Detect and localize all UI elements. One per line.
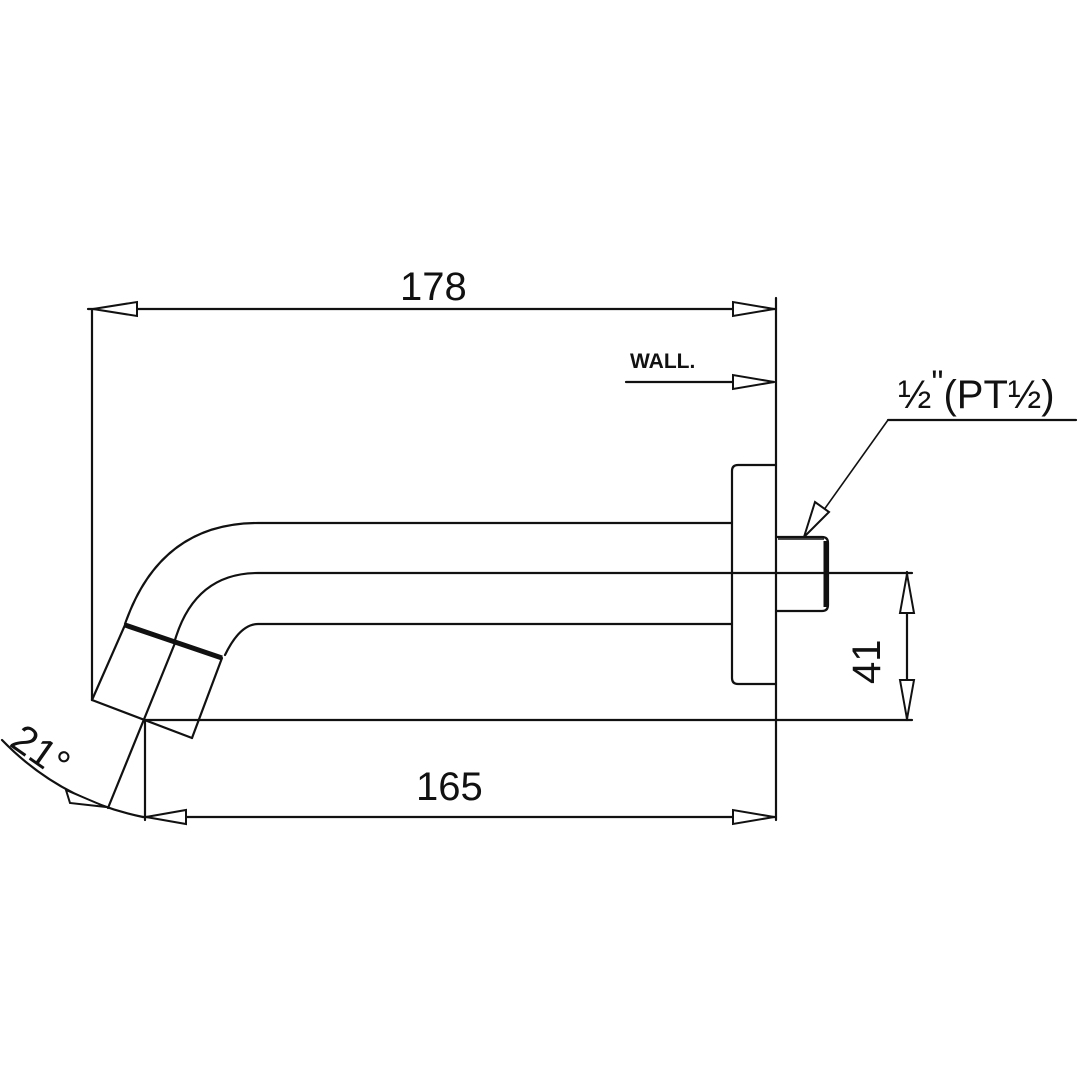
spout-centerline: [173, 571, 908, 642]
dimension-178: 178: [86, 265, 778, 702]
thread-callout: ½"(PT½): [803, 364, 1078, 538]
spout-outer-edge: [123, 521, 734, 626]
arrow-left-icon: [92, 300, 138, 318]
spout-inner-edge: [223, 622, 734, 657]
aerator-right-edge: [190, 656, 224, 740]
arrow-right-icon: [732, 300, 775, 318]
aerator-band: [124, 622, 223, 661]
flange-outline: [730, 463, 778, 686]
spout-body: [90, 521, 908, 810]
aerator-bottom-edge: [90, 698, 194, 740]
arrow-down-icon: [898, 679, 916, 720]
arrow-right-icon: [732, 808, 775, 826]
callout-arrow-icon: [803, 500, 831, 538]
arrow-left-icon: [145, 808, 187, 826]
aerator-left-edge: [90, 623, 127, 702]
arrow-up-icon: [898, 573, 916, 614]
aerator-axis-line: [106, 641, 177, 810]
wall-arrow-icon: [732, 373, 775, 391]
wall: WALL.: [624, 296, 778, 822]
dimension-41-label: 41: [845, 640, 889, 685]
flange: [730, 463, 778, 686]
dimension-165-label: 165: [416, 765, 483, 809]
angle-arrow-icon: [64, 788, 107, 808]
angle-label: 21°: [3, 716, 78, 787]
dimension-angle: 21°: [0, 716, 145, 819]
dimension-41: 41: [143, 570, 916, 722]
dimension-178-label: 178: [400, 265, 467, 309]
wall-label: WALL.: [630, 350, 695, 373]
thread-label: ½"(PT½): [898, 364, 1055, 417]
dimension-165: 165: [141, 718, 778, 826]
